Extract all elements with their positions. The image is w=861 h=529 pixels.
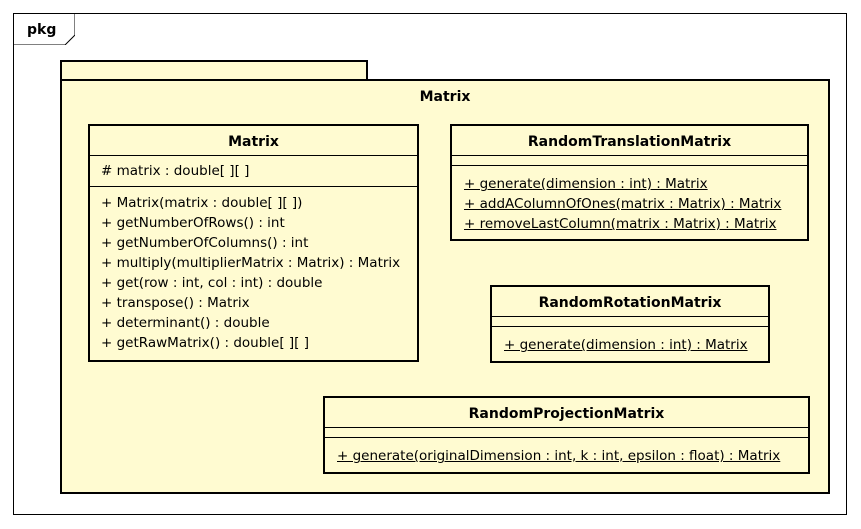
operation-generate: + generate(dimension : int) : Matrix <box>504 337 748 353</box>
attribute-compartment <box>452 156 807 166</box>
operation-determinant: + determinant() : double <box>101 315 270 331</box>
attribute-compartment <box>325 428 808 438</box>
operation-add-a-column-of-ones: + addAColumnOfOnes(matrix : Matrix) : Ma… <box>464 196 782 212</box>
attribute-compartment: # matrix : double[ ][ ] <box>90 156 417 187</box>
attribute-matrix: # matrix : double[ ][ ] <box>101 163 250 179</box>
diagram-frame <box>13 13 847 515</box>
class-name: Matrix <box>90 126 417 156</box>
operation-get-raw-matrix: + getRawMatrix() : double[ ][ ] <box>101 335 309 351</box>
operation-get-number-of-rows: + getNumberOfRows() : int <box>101 215 285 231</box>
attribute-compartment <box>492 317 768 327</box>
operation-compartment: + Matrix(matrix : double[ ][ ]) + getNum… <box>90 187 417 353</box>
class-name: RandomProjectionMatrix <box>325 398 808 428</box>
operation-constructor: + Matrix(matrix : double[ ][ ]) <box>101 195 303 211</box>
operation-get-number-of-columns: + getNumberOfColumns() : int <box>101 235 309 251</box>
class-random-translation-matrix[interactable]: RandomTranslationMatrix + generate(dimen… <box>450 124 809 241</box>
class-name: RandomTranslationMatrix <box>452 126 807 156</box>
class-random-rotation-matrix[interactable]: RandomRotationMatrix + generate(dimensio… <box>490 285 770 363</box>
class-matrix[interactable]: Matrix # matrix : double[ ][ ] + Matrix(… <box>88 124 419 362</box>
class-name: RandomRotationMatrix <box>492 287 768 317</box>
package-tab[interactable] <box>60 60 368 81</box>
operation-generate: + generate(dimension : int) : Matrix <box>464 176 708 192</box>
operation-generate: + generate(originalDimension : int, k : … <box>337 448 781 464</box>
operation-remove-last-column: + removeLastColumn(matrix : Matrix) : Ma… <box>464 216 777 232</box>
operation-get: + get(row : int, col : int) : double <box>101 275 323 291</box>
class-random-projection-matrix[interactable]: RandomProjectionMatrix + generate(origin… <box>323 396 810 474</box>
package-title: Matrix <box>419 89 471 105</box>
operation-compartment: + generate(dimension : int) : Matrix <box>492 327 768 355</box>
operation-compartment: + generate(originalDimension : int, k : … <box>325 438 808 466</box>
operation-multiply: + multiply(multiplierMatrix : Matrix) : … <box>101 255 401 271</box>
frame-label: pkg <box>27 22 57 38</box>
operation-transpose: + transpose() : Matrix <box>101 295 250 311</box>
operation-compartment: + generate(dimension : int) : Matrix + a… <box>452 166 807 234</box>
